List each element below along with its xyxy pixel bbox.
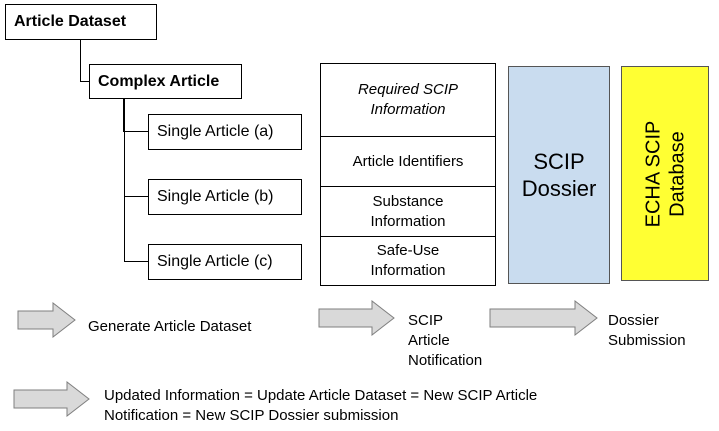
legend-arrow-icon xyxy=(13,381,90,417)
scip-article-notification-line1: SCIP xyxy=(408,312,444,329)
substance-information-line1: Substance xyxy=(372,192,444,210)
article-dataset-box: Article Dataset xyxy=(5,4,157,40)
scip-dossier-line2: Dossier xyxy=(521,176,597,201)
dossier-submission-line1: Dossier xyxy=(608,312,659,329)
echa-scip-database-line2: Database xyxy=(666,130,689,217)
legend-text: Updated Information = Update Article Dat… xyxy=(104,386,537,426)
connector-single-a xyxy=(124,131,149,132)
single-article-b-label: Single Article (b) xyxy=(157,188,274,205)
single-article-a-box: Single Article (a) xyxy=(148,114,302,150)
connector-complex-vertical xyxy=(124,99,125,262)
single-article-c-box: Single Article (c) xyxy=(148,244,302,280)
safe-use-information-cell: Safe-Use Information xyxy=(321,237,495,285)
scip-info-heading-line2: Information xyxy=(370,101,446,118)
scip-info-divider-3 xyxy=(321,236,495,237)
connector-single-c xyxy=(124,261,149,262)
connector-dataset-vertical xyxy=(80,40,81,82)
complex-article-label: Complex Article xyxy=(98,72,220,90)
scip-article-notification-label: SCIP Article Notification xyxy=(408,311,482,371)
scip-dossier-line1: SCIP xyxy=(533,149,585,174)
connector-dataset-horizontal xyxy=(80,81,90,82)
complex-article-box: Complex Article xyxy=(89,64,242,99)
scip-info-heading-line1: Required SCIP xyxy=(357,81,459,98)
single-article-c-label: Single Article (c) xyxy=(157,253,273,270)
article-identifiers-label: Article Identifiers xyxy=(352,152,464,170)
submission-arrow-icon xyxy=(489,300,598,336)
legend-line1: Updated Information = Update Article Dat… xyxy=(104,387,538,404)
scip-dossier-box: SCIP Dossier xyxy=(508,66,610,284)
dossier-submission-label: Dossier Submission xyxy=(608,311,686,351)
dossier-submission-line2: Submission xyxy=(608,332,686,349)
echa-scip-database-box: ECHA SCIP Database xyxy=(621,66,709,281)
scip-info-panel: Required SCIP Information Article Identi… xyxy=(320,63,496,286)
single-article-b-box: Single Article (b) xyxy=(148,179,302,215)
single-article-a-label: Single Article (a) xyxy=(157,123,274,140)
substance-information-line2: Information xyxy=(370,212,446,230)
scip-article-notification-line2: Article xyxy=(408,332,450,349)
safe-use-information-line1: Safe-Use xyxy=(376,242,440,259)
substance-information-cell: Substance Information xyxy=(321,187,495,236)
scip-info-divider-1 xyxy=(321,136,495,137)
legend-line2: Notification = New SCIP Dossier submissi… xyxy=(104,407,399,424)
scip-info-divider-2 xyxy=(321,186,495,187)
echa-scip-database-line1: ECHA SCIP xyxy=(642,120,665,227)
scip-info-heading: Required SCIP Information xyxy=(321,64,495,136)
article-dataset-label: Article Dataset xyxy=(14,13,127,30)
generate-article-dataset-label: Generate Article Dataset xyxy=(88,318,252,335)
safe-use-information-line2: Information xyxy=(370,262,446,279)
connector-single-b xyxy=(124,196,149,197)
article-identifiers-cell: Article Identifiers xyxy=(321,137,495,186)
scip-article-notification-line3: Notification xyxy=(408,352,483,369)
notification-arrow-icon xyxy=(318,300,395,336)
generate-arrow-icon xyxy=(17,302,76,338)
